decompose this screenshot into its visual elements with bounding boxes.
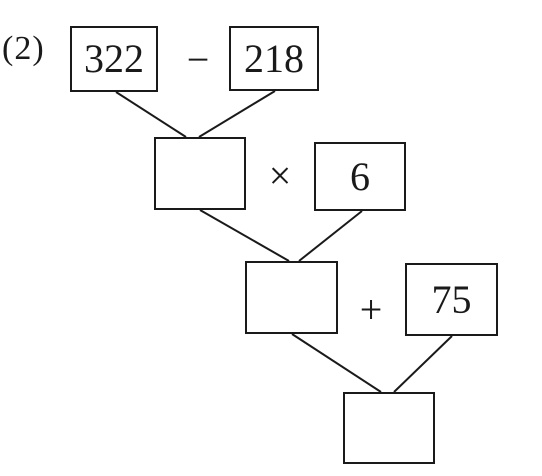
connector-6-to-result2 — [298, 210, 363, 262]
operand-box-218: 218 — [229, 26, 319, 91]
connector-322-to-result1 — [115, 91, 187, 138]
connector-result1-to-result2 — [199, 209, 290, 262]
operand-box-75: 75 — [405, 263, 498, 336]
result-box-product[interactable] — [245, 261, 338, 334]
minus-operator: − — [186, 37, 210, 82]
plus-operator: + — [359, 287, 383, 332]
result-box-final-sum[interactable] — [343, 392, 435, 464]
problem-number-label: (2) — [2, 30, 45, 67]
connector-218-to-result1 — [198, 90, 276, 138]
result-box-difference[interactable] — [154, 137, 246, 210]
connector-result2-to-result3 — [291, 333, 382, 393]
operand-box-322: 322 — [70, 26, 158, 92]
multiply-operator: × — [268, 153, 292, 198]
connector-75-to-result3 — [393, 335, 453, 393]
operand-box-6: 6 — [314, 142, 406, 211]
